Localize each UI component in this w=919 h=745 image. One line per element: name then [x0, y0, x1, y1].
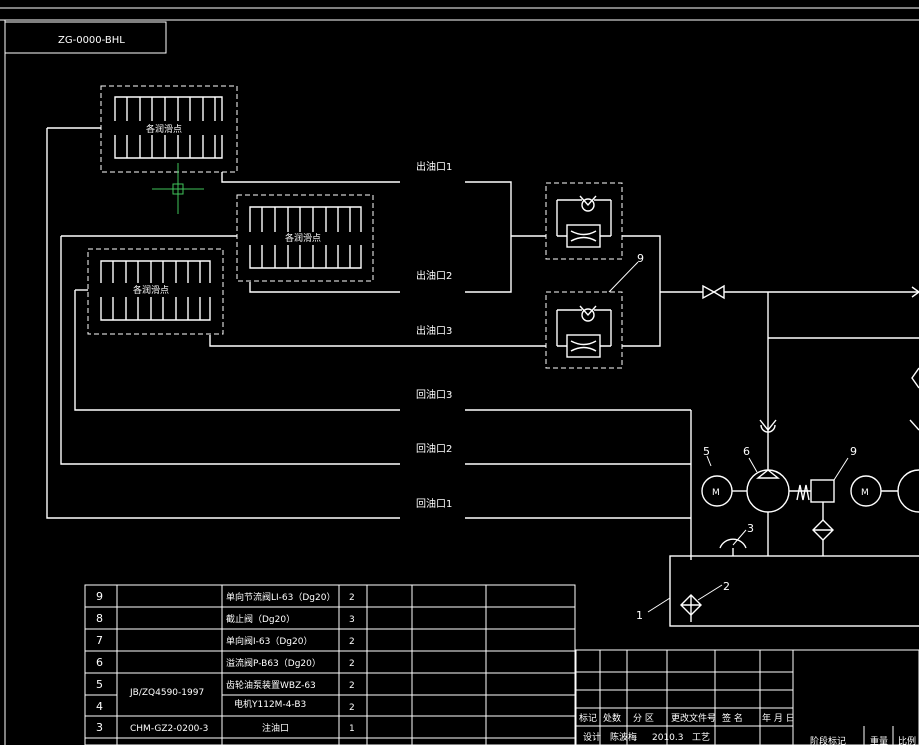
- part-no-3: 3: [96, 721, 103, 734]
- part-name-6: 溢流阀P-B63（Dg20）: [226, 657, 321, 669]
- check-throttle-valve-2: [545, 291, 661, 369]
- tb-header-0: 标记: [579, 712, 597, 724]
- part-no-5: 5: [96, 678, 103, 691]
- crosshair-icon: [152, 163, 204, 214]
- drawing-code-box: [4, 21, 167, 54]
- lube-block-2: 各润滑点: [236, 194, 374, 282]
- outlet-label-1: 出油口1: [416, 160, 452, 173]
- callout-3: 3: [747, 522, 754, 535]
- drawing-code: ZG-0000-BHL: [58, 35, 125, 46]
- tb-scale: 比例: [898, 735, 916, 745]
- leader-9: [608, 261, 639, 293]
- part-no-7: 7: [96, 634, 103, 647]
- leader-2: [697, 584, 723, 601]
- tb-design-label: 设计: [583, 731, 601, 743]
- leader-1: [647, 597, 671, 613]
- callout-1: 1: [636, 609, 643, 622]
- part-code-5: JB/ZQ4590-1997: [129, 688, 204, 698]
- tb-header-4: 签 名: [722, 712, 743, 724]
- lube-block-3: 各润滑点: [87, 248, 224, 335]
- tb-header-5: 年 月 日: [762, 712, 795, 724]
- callout-4: 5: [703, 445, 710, 458]
- part-no-6: 6: [96, 656, 103, 669]
- lube-block-1: 各润滑点: [100, 85, 238, 173]
- check-throttle-valve-1: [545, 182, 661, 292]
- leader-6: [833, 457, 849, 481]
- tb-header-1: 处数: [603, 712, 621, 724]
- part-code-3: CHM-GZ2-0200-3: [130, 724, 208, 734]
- lube-label-3: 各润滑点: [133, 284, 169, 296]
- pump-icon: [746, 469, 790, 513]
- tb-designer: 陈波梅: [610, 731, 637, 743]
- part-no-8: 8: [96, 612, 103, 625]
- lube-label-2: 各润滑点: [285, 232, 321, 244]
- svg-text:M: M: [861, 488, 869, 498]
- main-supply-line: [660, 284, 919, 470]
- part-qty-4: 2: [349, 703, 355, 713]
- callout-2: 2: [723, 580, 730, 593]
- outlet-label-2: 出油口2: [416, 269, 452, 282]
- leader-5: [748, 457, 758, 473]
- tb-stage: 阶段标记: [810, 735, 846, 745]
- oil-tank: [669, 538, 919, 627]
- callout-6: 9: [850, 445, 857, 458]
- tb-header-2: 分 区: [633, 713, 654, 724]
- part-name-7: 单向阀I-63（Dg20）: [226, 635, 312, 647]
- return-label-1: 回油口1: [416, 497, 452, 510]
- part-name-5: 齿轮油泵装置WBZ-63: [226, 679, 316, 691]
- lube-label-1: 各润滑点: [146, 123, 182, 135]
- callout-5: 6: [743, 445, 750, 458]
- part-name-8: 截止阀（Dg20）: [226, 613, 295, 625]
- tb-weight: 重量: [870, 735, 888, 745]
- part-name-9: 单向节流阀LI-63（Dg20）: [226, 591, 335, 603]
- part-no-4: 4: [96, 700, 103, 713]
- return-label-3: 回油口3: [416, 388, 452, 401]
- tb-header-3: 更改文件号: [671, 712, 716, 724]
- part-qty-6: 2: [349, 659, 355, 669]
- motor-symbol: M: [712, 488, 720, 498]
- tb-date: 2010.3: [652, 733, 684, 743]
- outlet-lines: [209, 172, 546, 347]
- callout-9: 9: [637, 252, 644, 265]
- pump-unit: M M: [701, 469, 919, 556]
- part-qty-8: 3: [349, 615, 355, 625]
- outlet-label-3: 出油口3: [416, 324, 452, 337]
- return-label-2: 回油口2: [416, 442, 452, 455]
- part-qty-3: 1: [349, 724, 355, 734]
- leader-3: [732, 529, 747, 546]
- part-qty-5: 2: [349, 681, 355, 691]
- part-name-4: 电机Y112M-4-B3: [234, 698, 306, 710]
- part-no-9: 9: [96, 590, 103, 603]
- return-lines: [46, 127, 692, 560]
- part-qty-9: 2: [349, 593, 355, 603]
- part-name-3: 注油口: [262, 722, 289, 734]
- title-block: 标记 处数 分 区 更改文件号 签 名 年 月 日 设计 陈波梅 2010.3 …: [575, 649, 919, 745]
- tb-process: 工艺: [692, 732, 710, 743]
- leader-4: [706, 455, 712, 467]
- part-qty-7: 2: [349, 637, 355, 647]
- parts-table: 9 单向节流阀LI-63（Dg20） 2 8 截止阀（Dg20） 3 7 单向阀…: [84, 584, 576, 745]
